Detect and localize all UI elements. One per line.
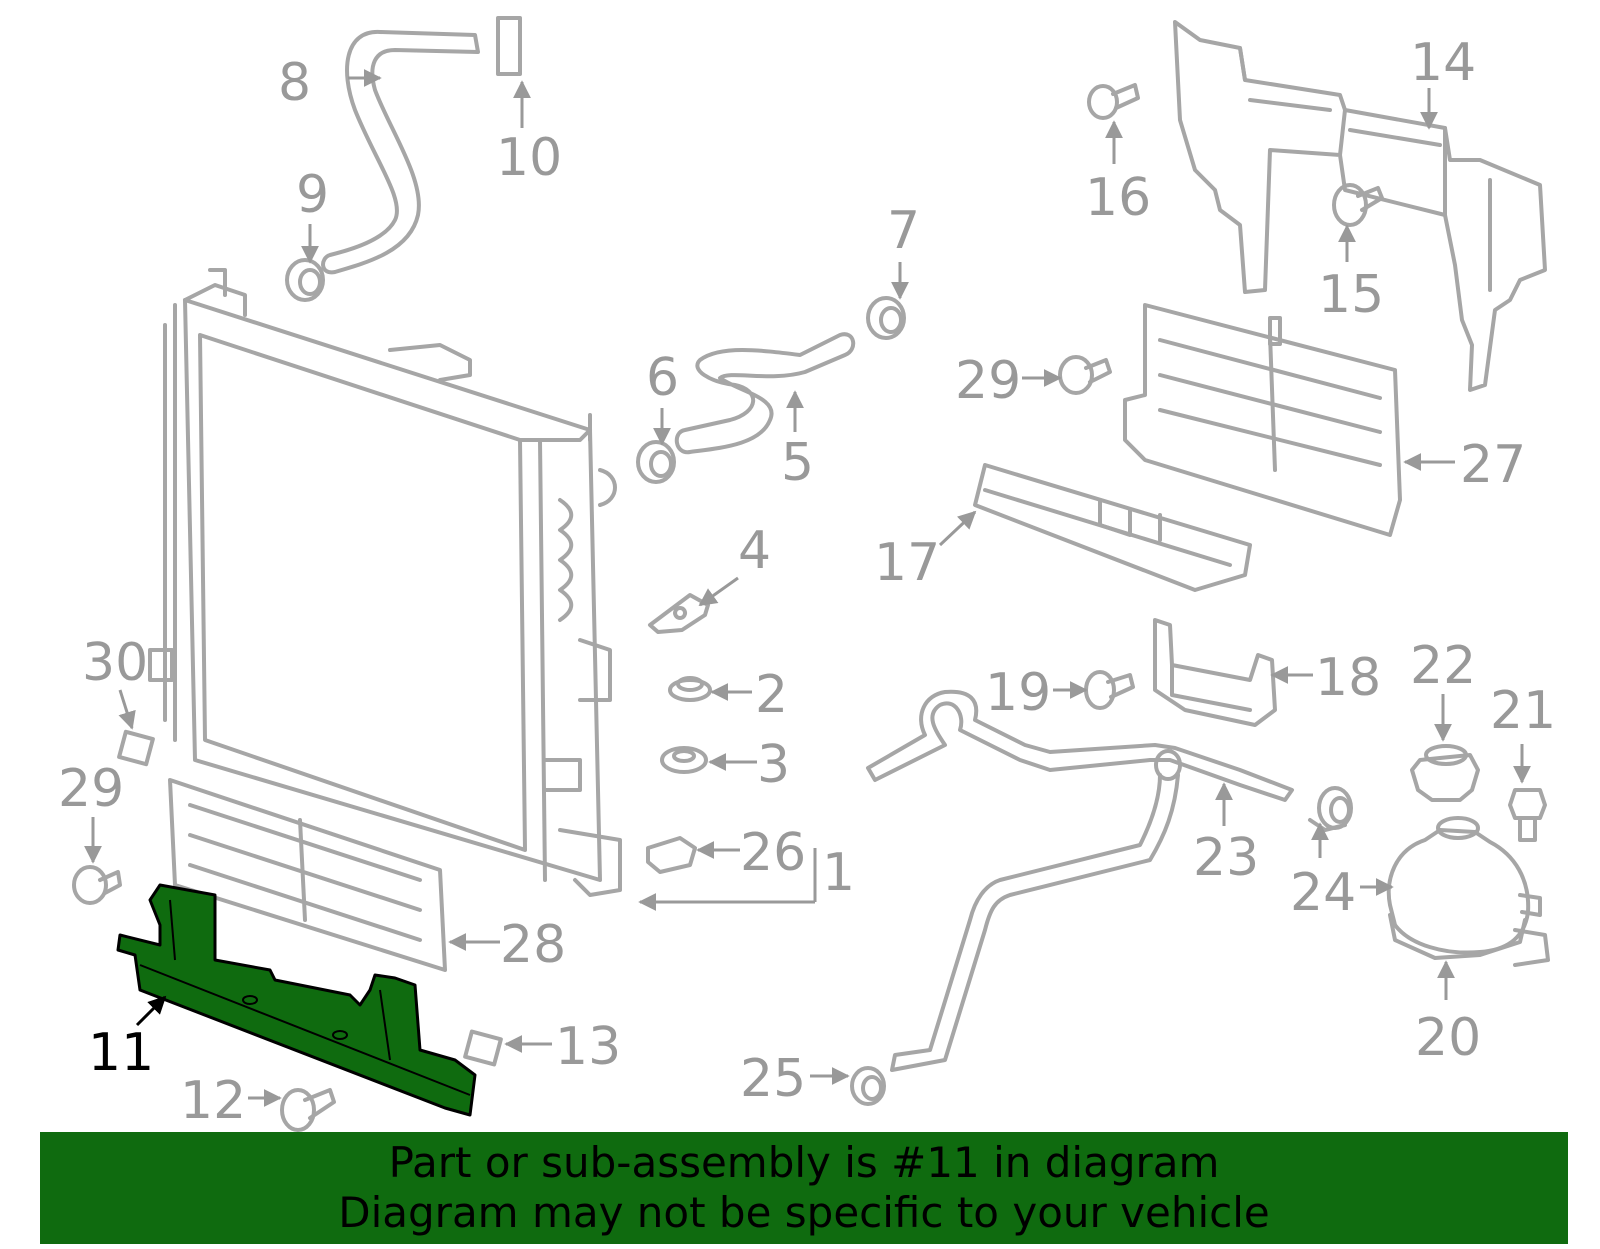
callout-11: 11 xyxy=(88,1023,154,1083)
callout-21: 21 xyxy=(1490,681,1556,741)
bolt-12 xyxy=(280,1088,336,1132)
clip-13 xyxy=(463,1029,503,1067)
bolt-29-right xyxy=(1058,355,1112,395)
callout-14: 14 xyxy=(1410,33,1476,93)
bolt-19 xyxy=(1084,670,1135,710)
banner-line-1: Part or sub-assembly is #11 in diagram xyxy=(388,1138,1220,1187)
callout-29-left: 29 xyxy=(58,759,124,819)
callout-20: 20 xyxy=(1415,1008,1481,1068)
clamp-24 xyxy=(1308,786,1353,832)
push-pin-15 xyxy=(1332,183,1384,227)
callout-26: 26 xyxy=(740,823,806,883)
clamp-25 xyxy=(850,1066,886,1106)
callout-3: 3 xyxy=(757,735,790,795)
deflector-17 xyxy=(973,463,1252,592)
callout-23: 23 xyxy=(1193,828,1259,888)
callout-8: 8 xyxy=(278,53,311,113)
callout-13: 13 xyxy=(555,1017,621,1077)
callout-16: 16 xyxy=(1085,168,1151,228)
lower-hose xyxy=(674,332,856,455)
upper-hose xyxy=(321,29,480,275)
air-shutter-27 xyxy=(1123,303,1402,537)
callout-24: 24 xyxy=(1290,863,1356,923)
callout-18: 18 xyxy=(1315,648,1381,708)
radiator xyxy=(163,268,622,897)
banner-line-2: Diagram may not be specific to your vehi… xyxy=(338,1188,1270,1237)
bolt-16 xyxy=(1087,83,1140,120)
callout-27: 27 xyxy=(1460,435,1526,495)
callout-29-right: 29 xyxy=(955,351,1021,411)
callout-5: 5 xyxy=(781,433,814,493)
reservoir-cap-22 xyxy=(1410,744,1480,802)
leader-lines xyxy=(84,69,1531,1107)
air-shutter-28 xyxy=(168,778,447,972)
callout-7: 7 xyxy=(887,201,920,261)
info-banner: Part or sub-assembly is #11 in diagram D… xyxy=(40,1132,1568,1244)
grommet-2 xyxy=(668,676,712,702)
callout-17: 17 xyxy=(874,533,940,593)
bracket-10 xyxy=(496,16,522,76)
callout-labels: 8 10 9 7 6 5 4 2 3 26 1 28 11 12 13 29 3… xyxy=(58,33,1556,1131)
callout-19: 19 xyxy=(985,663,1051,723)
callout-30: 30 xyxy=(82,633,148,693)
callout-9: 9 xyxy=(296,165,329,225)
callout-28: 28 xyxy=(500,915,566,975)
bracket-4 xyxy=(648,593,710,634)
bracket-18 xyxy=(1153,618,1277,727)
clamp-9 xyxy=(285,258,325,302)
clamp-7 xyxy=(866,296,906,340)
callout-1: 1 xyxy=(822,843,855,903)
callout-10: 10 xyxy=(496,128,562,188)
sensor-26 xyxy=(646,836,697,874)
overflow-hose-23 xyxy=(866,689,1294,1072)
grommet-3 xyxy=(660,746,708,774)
callout-4: 4 xyxy=(738,521,771,581)
callout-15: 15 xyxy=(1318,265,1384,325)
clip-30 xyxy=(117,729,155,767)
clip-30-mount xyxy=(148,648,174,682)
callout-22: 22 xyxy=(1410,636,1476,696)
radiator-support-14 xyxy=(1173,20,1547,392)
callout-12: 12 xyxy=(180,1071,246,1131)
clamp-6 xyxy=(636,440,676,484)
lower-air-baffle-11 xyxy=(116,883,477,1117)
callout-6: 6 xyxy=(646,348,679,408)
callout-25: 25 xyxy=(740,1049,806,1109)
bolt-29-left xyxy=(72,865,122,905)
callout-2: 2 xyxy=(755,665,788,725)
bolt-21 xyxy=(1508,788,1547,842)
